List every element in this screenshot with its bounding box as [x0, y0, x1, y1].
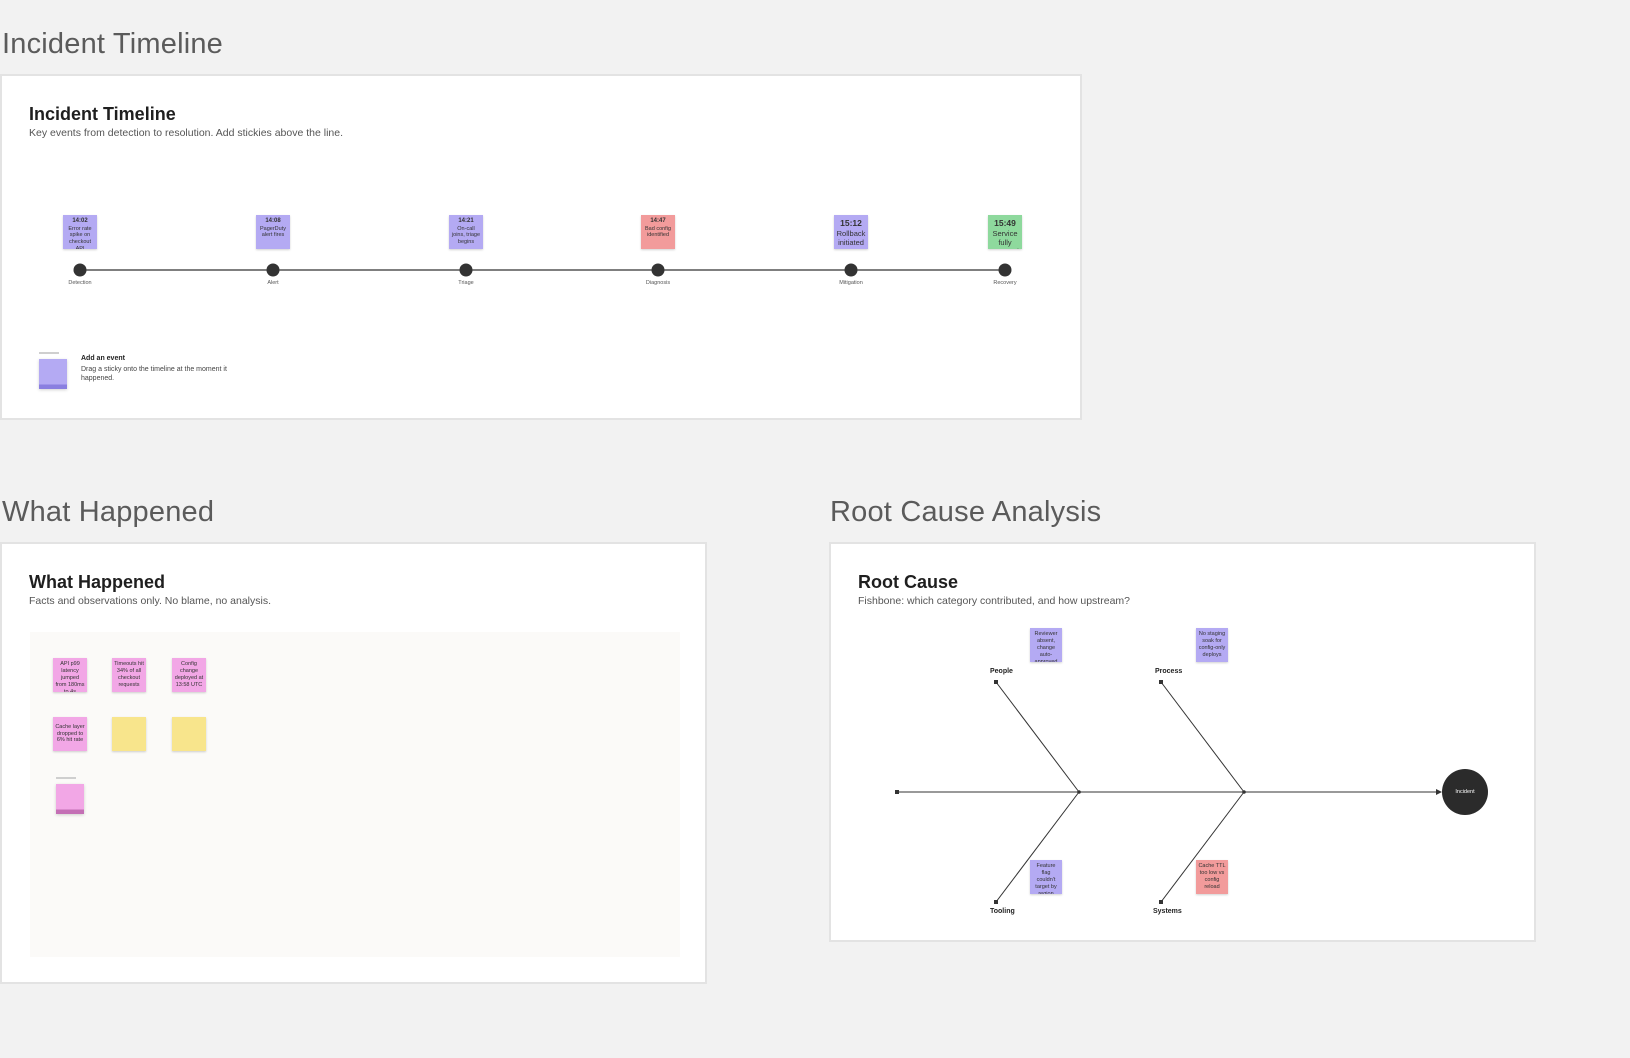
timeline-frame: Incident Timeline Key events from detect… [0, 74, 1082, 420]
timeline-node[interactable] [459, 263, 473, 277]
timeline-title: Incident Timeline [29, 104, 176, 124]
timeline-node[interactable] [998, 263, 1012, 277]
sticky-note[interactable]: Config change deployed at 13:58 UTC [172, 658, 206, 692]
timeline-node[interactable] [73, 263, 87, 277]
timeline-node[interactable] [266, 263, 280, 277]
fishbone-diagram [895, 680, 1442, 904]
sticky-note[interactable]: Cache layer dropped to 6% hit rate [53, 717, 87, 751]
sticky-note[interactable] [112, 717, 146, 751]
sticky-note[interactable]: Feature flag couldn't target by region [1030, 860, 1062, 894]
sticky-note[interactable]: Cache TTL too low vs config reload [1196, 860, 1228, 894]
sticky-pad-pink[interactable] [56, 784, 84, 814]
root-cause-frame: Root Cause Fishbone: which category cont… [829, 542, 1536, 942]
timeline-node-label: Triage [458, 280, 474, 286]
sticky-pad-purple[interactable] [39, 359, 67, 389]
sticky-pad-handle[interactable] [39, 352, 59, 354]
timeline-node-label: Detection [68, 280, 92, 286]
category-people: People [990, 668, 1013, 675]
what-happened-frame: What Happened Facts and observations onl… [0, 542, 707, 984]
timeline-node-label: Diagnosis [645, 280, 671, 286]
sticky-note[interactable]: No staging soak for config-only deploys [1196, 628, 1228, 662]
timeline-node-label: Alert [267, 280, 279, 286]
frame-label-timeline[interactable]: Incident Timeline [2, 28, 224, 60]
category-process: Process [1155, 668, 1183, 675]
root-cause-title: Root Cause [858, 572, 959, 592]
what-happened-title: What Happened [29, 572, 166, 592]
sticky-note[interactable]: Reviewer absent, change auto-approved [1030, 628, 1062, 662]
frame-label-root-cause[interactable]: Root Cause Analysis [830, 496, 1102, 528]
timeline-node[interactable] [844, 263, 858, 277]
root-cause-subtitle: Fishbone: which category contributed, an… [858, 595, 1130, 607]
category-systems: Systems [1153, 908, 1182, 915]
sticky-pad-handle[interactable] [56, 777, 76, 779]
frame-label-what-happened[interactable]: What Happened [2, 496, 215, 528]
timeline-node-label: Mitigation [839, 280, 863, 286]
incident-head[interactable]: Incident [1442, 769, 1488, 815]
timeline-subtitle: Key events from detection to resolution.… [29, 127, 344, 139]
what-happened-subtitle: Facts and observations only. No blame, n… [29, 595, 272, 607]
sticky-note[interactable]: Timeouts hit 34% of all checkout request… [112, 658, 146, 692]
timeline-node-label: Recovery [993, 280, 1017, 286]
category-tooling: Tooling [990, 908, 1015, 915]
sticky-note[interactable]: Checkout API p99 latency jumped from 180… [53, 658, 87, 692]
sticky-note[interactable] [172, 717, 206, 751]
hint-body: Drag a sticky onto the timeline at the m… [81, 366, 227, 383]
hint-title: Add an event [81, 355, 125, 362]
timeline-node[interactable] [651, 263, 665, 277]
